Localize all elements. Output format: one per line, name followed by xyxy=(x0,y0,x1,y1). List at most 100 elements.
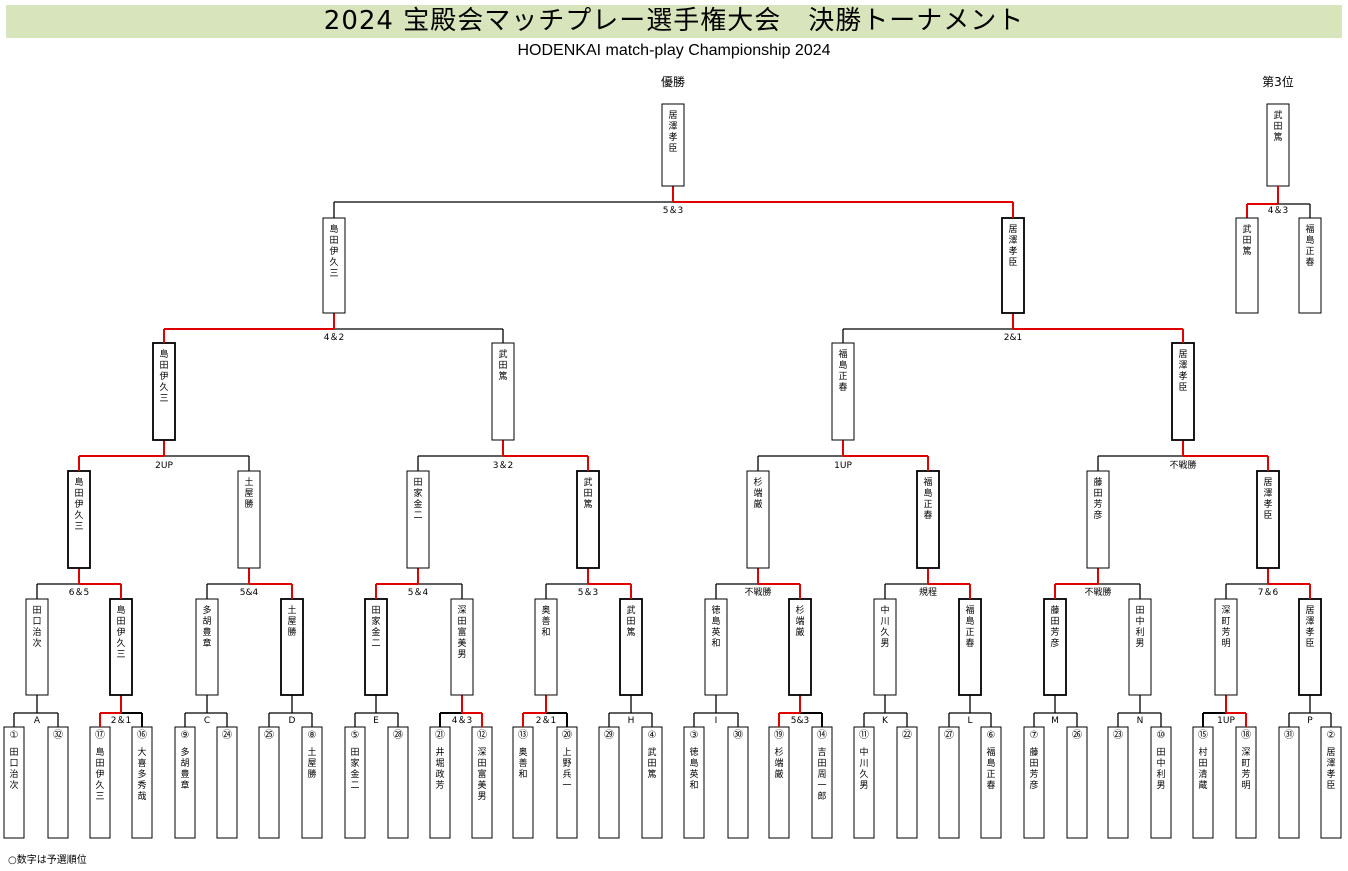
seed-number: ⑲ xyxy=(774,729,784,741)
player-name: 中 xyxy=(1135,615,1144,627)
player-name: 和 xyxy=(541,627,550,638)
seed-number: ㉕ xyxy=(264,729,274,741)
player-name: 島 xyxy=(159,348,168,360)
player-name: 金 xyxy=(413,498,422,510)
round1-player-name: 杉 xyxy=(774,746,783,758)
player-name: 藤 xyxy=(1050,604,1059,616)
group-label: E xyxy=(373,716,379,726)
round1-player-name: 政 xyxy=(435,768,444,780)
round1-player-name: 蔵 xyxy=(1198,779,1207,791)
player-name: 春 xyxy=(923,509,932,521)
round1-player-name: 芳 xyxy=(1241,768,1250,780)
seed-number: ㉒ xyxy=(902,729,912,741)
seed-number: ⑫ xyxy=(477,729,487,741)
round1-player-name: 春 xyxy=(986,779,995,791)
seed-number: ④ xyxy=(648,730,657,741)
round1-player-name: 居 xyxy=(1326,747,1335,758)
player-name: 臣 xyxy=(1305,638,1314,649)
seed-number: ⑨ xyxy=(181,730,190,741)
round1-left-box xyxy=(1107,726,1129,839)
player-name: 富 xyxy=(457,626,466,638)
player-name: 中 xyxy=(880,604,889,616)
round1-player-name: 堀 xyxy=(435,758,444,769)
player-name: 田 xyxy=(74,488,83,499)
player-name: 厳 xyxy=(795,626,804,638)
match-score: 規程 xyxy=(919,587,937,598)
seed-number: ㉛ xyxy=(1284,729,1294,741)
player-name: 臣 xyxy=(1008,257,1017,268)
seed-number: ㉘ xyxy=(393,729,403,741)
seed-number: ㉖ xyxy=(1072,729,1082,741)
round1-player-name: 中 xyxy=(859,746,868,758)
match-score: 5&4 xyxy=(240,588,259,598)
match-score: 不戦勝 xyxy=(1169,459,1196,471)
seed-number: ㉓ xyxy=(1113,729,1123,741)
player-name: 端 xyxy=(753,487,762,499)
seed-number: ㉗ xyxy=(944,729,954,741)
round1-player-name: 正 xyxy=(986,770,995,780)
player-name: 久 xyxy=(329,256,338,268)
player-name: 島 xyxy=(116,604,125,616)
round1-player-name: 久 xyxy=(859,768,868,780)
match-score: 4＆2 xyxy=(324,333,344,343)
round1-left-box xyxy=(938,726,960,839)
round1-player-name: 三 xyxy=(95,792,104,802)
player-name: 土 xyxy=(287,604,296,616)
round1-player-name: 英 xyxy=(689,768,698,780)
player-name: 彦 xyxy=(1050,637,1059,649)
player-name: 彦 xyxy=(1093,509,1102,521)
player-name: 三 xyxy=(329,269,338,279)
match-score: 5＆3 xyxy=(578,588,598,598)
round1-player-name: 男 xyxy=(859,780,868,791)
round1-player-name: 田 xyxy=(647,758,656,769)
round1-left-box xyxy=(598,726,620,839)
player-name: 伊 xyxy=(116,626,125,638)
seed-number: ⑩ xyxy=(1157,730,1166,741)
seed-number: ㉚ xyxy=(733,729,743,741)
round1-player-name: 田 xyxy=(1198,758,1207,769)
round1-player-name: 村 xyxy=(1198,746,1207,758)
round1-player-name: 屋 xyxy=(307,758,316,769)
player-name: 芳 xyxy=(1050,626,1059,638)
player-name: 金 xyxy=(371,626,380,638)
player-name: 澤 xyxy=(1263,488,1272,499)
player-name: 武 xyxy=(1242,223,1251,235)
round1-player-name: 彦 xyxy=(1029,779,1038,791)
player-name: 春 xyxy=(838,381,847,393)
round1-player-name: 男 xyxy=(1156,780,1165,791)
player-name: 正 xyxy=(923,500,932,510)
round1-player-name: 大 xyxy=(137,746,146,758)
round1-player-name: 澤 xyxy=(1326,758,1335,769)
round1-player-name: 田 xyxy=(477,758,486,769)
tournament-title: 2024 宝殿会マッチプレー選手権大会 決勝トーナメント xyxy=(6,5,1342,38)
seed-number: ② xyxy=(1327,730,1336,741)
seed-number: ⑯ xyxy=(137,729,147,741)
player-name: 奥 xyxy=(541,604,550,616)
seed-number: ⑥ xyxy=(987,730,996,741)
player-name: 篤 xyxy=(626,626,635,638)
match-score: 5＆3 xyxy=(663,206,683,216)
player-name: 田 xyxy=(626,616,635,627)
player-name: 武 xyxy=(1273,109,1282,121)
round1-player-name: 喜 xyxy=(137,757,146,769)
player-name: 田 xyxy=(1093,488,1102,499)
player-name: 島 xyxy=(329,223,338,235)
seed-number: ㉜ xyxy=(53,729,63,741)
player-name: 家 xyxy=(371,615,380,627)
round1-player-name: 田 xyxy=(350,747,359,758)
player-name: 武 xyxy=(626,604,635,616)
player-name: 英 xyxy=(711,626,720,638)
round1-player-name: 土 xyxy=(307,746,316,758)
player-name: 春 xyxy=(1305,256,1314,268)
round1-player-name: 豊 xyxy=(180,768,189,780)
round1-player-name: 和 xyxy=(689,780,698,791)
round1-player-name: 厳 xyxy=(774,768,783,780)
round1-player-name: 福 xyxy=(986,746,995,758)
player-name: 島 xyxy=(965,615,974,627)
group-label: P xyxy=(1307,716,1313,726)
group-label: C xyxy=(204,716,210,726)
player-name: 篤 xyxy=(1273,131,1282,143)
round1-player-name: 一 xyxy=(817,781,826,791)
round1-player-name: 深 xyxy=(1241,747,1250,758)
seed-number: ㉑ xyxy=(435,729,445,741)
